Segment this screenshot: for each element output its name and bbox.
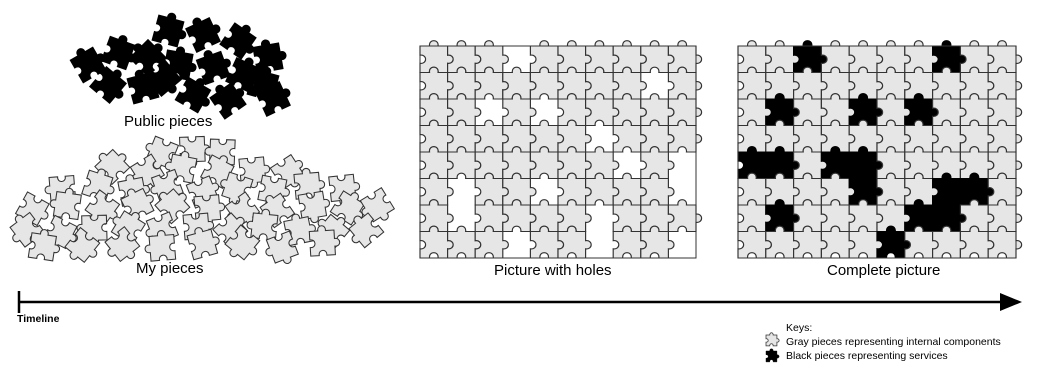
my-pieces-pile <box>3 134 397 269</box>
black-puzzle-piece <box>152 10 190 48</box>
keys-title: Keys: <box>786 322 812 334</box>
public-pieces-cluster <box>68 10 295 119</box>
timeline-arrow <box>19 291 1022 313</box>
picture-with-holes <box>420 41 702 258</box>
picture-with-holes-label: Picture with holes <box>494 262 612 279</box>
black-key-label: Black pieces representing services <box>786 350 948 362</box>
timeline-label: Timeline <box>17 313 59 325</box>
complete-picture <box>738 41 1022 258</box>
black-puzzle-piece <box>184 11 226 53</box>
public-pieces-label: Public pieces <box>124 113 212 130</box>
black-piece-key-icon <box>766 349 779 362</box>
gray-piece-key-icon <box>766 333 779 346</box>
gray-puzzle-piece <box>668 200 701 232</box>
gray-key-label: Gray pieces representing internal compon… <box>786 336 1001 348</box>
my-pieces-label: My pieces <box>136 260 204 277</box>
complete-picture-label: Complete picture <box>827 262 940 279</box>
